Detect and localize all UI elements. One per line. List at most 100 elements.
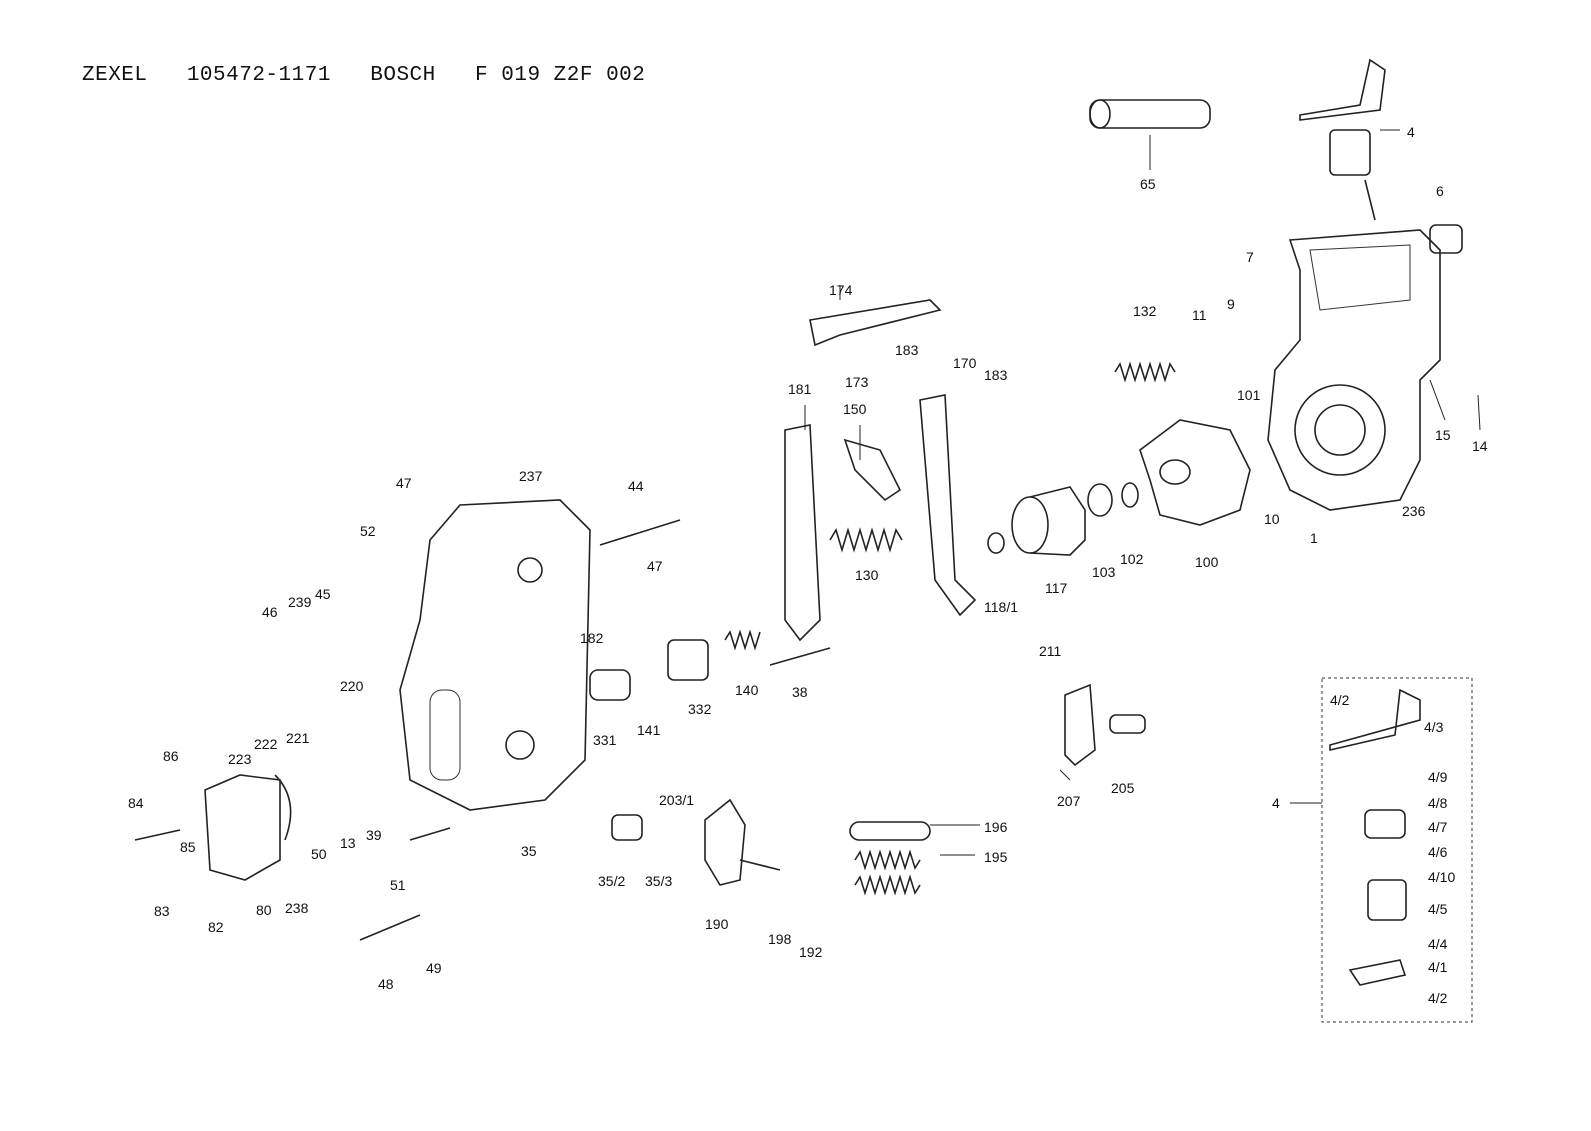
cover-238 bbox=[204, 774, 292, 881]
label-223: 223 bbox=[228, 751, 252, 767]
bolts bbox=[134, 519, 831, 941]
label-6: 6 bbox=[1436, 183, 1444, 199]
label-4-5: 4/5 bbox=[1428, 901, 1448, 917]
part-6 bbox=[1429, 224, 1463, 254]
label-237: 237 bbox=[519, 468, 543, 484]
label-331: 331 bbox=[593, 732, 617, 748]
valves bbox=[589, 629, 761, 841]
label-211: 211 bbox=[1039, 643, 1062, 659]
label-140: 140 bbox=[735, 682, 759, 698]
label-102: 102 bbox=[1120, 551, 1144, 567]
label-183-a: 183 bbox=[984, 367, 1008, 383]
label-49: 49 bbox=[426, 960, 442, 976]
label-13: 13 bbox=[340, 835, 356, 851]
label-192: 192 bbox=[799, 944, 823, 960]
label-190: 190 bbox=[705, 916, 729, 932]
label-82: 82 bbox=[208, 919, 224, 935]
label-117: 117 bbox=[1045, 580, 1068, 596]
leader-lines bbox=[804, 129, 1481, 856]
label-52: 52 bbox=[360, 523, 376, 539]
label-207: 207 bbox=[1057, 793, 1081, 809]
label-4-10: 4/10 bbox=[1428, 869, 1455, 885]
label-35-2: 35/2 bbox=[598, 873, 625, 889]
label-51: 51 bbox=[390, 877, 406, 893]
label-4-9: 4/9 bbox=[1428, 769, 1448, 785]
label-205: 205 bbox=[1111, 780, 1135, 796]
label-84: 84 bbox=[128, 795, 144, 811]
housing-237 bbox=[399, 499, 591, 811]
label-198: 198 bbox=[768, 931, 792, 947]
lever-190 bbox=[704, 798, 781, 886]
label-4-4: 4/4 bbox=[1428, 936, 1448, 952]
label-10: 10 bbox=[1264, 511, 1280, 527]
label-236: 236 bbox=[1402, 503, 1426, 519]
label-220: 220 bbox=[340, 678, 364, 694]
label-38: 38 bbox=[792, 684, 808, 700]
label-101: 101 bbox=[1237, 387, 1261, 403]
label-47-a: 47 bbox=[396, 475, 412, 491]
label-50: 50 bbox=[311, 846, 327, 862]
label-4-inset: 4 bbox=[1272, 795, 1280, 811]
label-65: 65 bbox=[1140, 176, 1156, 192]
label-4-2-b: 4/2 bbox=[1428, 990, 1448, 1006]
label-83: 83 bbox=[154, 903, 170, 919]
label-39: 39 bbox=[366, 827, 382, 843]
drawing-title: ZEXEL 105472-1171 BOSCH F 019 Z2F 002 bbox=[82, 64, 646, 87]
bracket-207 bbox=[1064, 683, 1146, 767]
label-222: 222 bbox=[254, 736, 278, 752]
label-86: 86 bbox=[163, 748, 179, 764]
label-48: 48 bbox=[378, 976, 394, 992]
label-332: 332 bbox=[688, 701, 712, 717]
label-9: 9 bbox=[1227, 296, 1235, 312]
label-46: 46 bbox=[262, 604, 278, 620]
label-4-2-a: 4/2 bbox=[1330, 692, 1350, 708]
label-11: 11 bbox=[1192, 307, 1207, 323]
inset-box-4 bbox=[1290, 677, 1473, 1023]
label-170: 170 bbox=[953, 355, 977, 371]
label-15: 15 bbox=[1435, 427, 1451, 443]
label-14: 14 bbox=[1472, 438, 1488, 454]
label-196: 196 bbox=[984, 819, 1008, 835]
part-labels: 4 65 6 7 9 11 132 101 15 14 10 1 236 100… bbox=[128, 124, 1488, 1006]
label-4-3: 4/3 bbox=[1424, 719, 1444, 735]
part-100-flyweight bbox=[1139, 419, 1251, 526]
label-1: 1 bbox=[1310, 530, 1318, 546]
label-85: 85 bbox=[180, 839, 196, 855]
label-132: 132 bbox=[1133, 303, 1157, 319]
label-35: 35 bbox=[521, 843, 537, 859]
label-174: 174 bbox=[829, 282, 853, 298]
spring-130 bbox=[829, 527, 903, 553]
label-45: 45 bbox=[315, 586, 331, 602]
label-44: 44 bbox=[628, 478, 644, 494]
governor-housing bbox=[1267, 229, 1441, 511]
label-4: 4 bbox=[1407, 124, 1415, 140]
label-221: 221 bbox=[286, 730, 310, 746]
label-130: 130 bbox=[855, 567, 879, 583]
label-195: 195 bbox=[984, 849, 1008, 865]
label-182: 182 bbox=[580, 630, 604, 646]
label-35-3: 35/3 bbox=[645, 873, 672, 889]
springs-195-196 bbox=[849, 821, 931, 896]
label-239: 239 bbox=[288, 594, 312, 610]
part-65 bbox=[1089, 99, 1211, 129]
label-238: 238 bbox=[285, 900, 309, 916]
label-47-b: 47 bbox=[647, 558, 663, 574]
label-4-1: 4/1 bbox=[1428, 959, 1448, 975]
label-203-1: 203/1 bbox=[659, 792, 694, 808]
label-7: 7 bbox=[1246, 249, 1254, 265]
label-183-b: 183 bbox=[895, 342, 919, 358]
part-4-sensor bbox=[1299, 58, 1386, 221]
part-117-sleeve bbox=[1011, 486, 1086, 556]
label-181: 181 bbox=[788, 381, 812, 397]
spring-132 bbox=[1114, 361, 1176, 383]
label-4-8: 4/8 bbox=[1428, 795, 1448, 811]
label-103: 103 bbox=[1092, 564, 1116, 580]
label-141: 141 bbox=[637, 722, 661, 738]
label-80: 80 bbox=[256, 902, 272, 918]
label-118-1: 118/1 bbox=[984, 599, 1018, 615]
label-4-7: 4/7 bbox=[1428, 819, 1448, 835]
label-173: 173 bbox=[845, 374, 869, 390]
lever-assembly bbox=[784, 299, 977, 642]
label-4-6: 4/6 bbox=[1428, 844, 1448, 860]
